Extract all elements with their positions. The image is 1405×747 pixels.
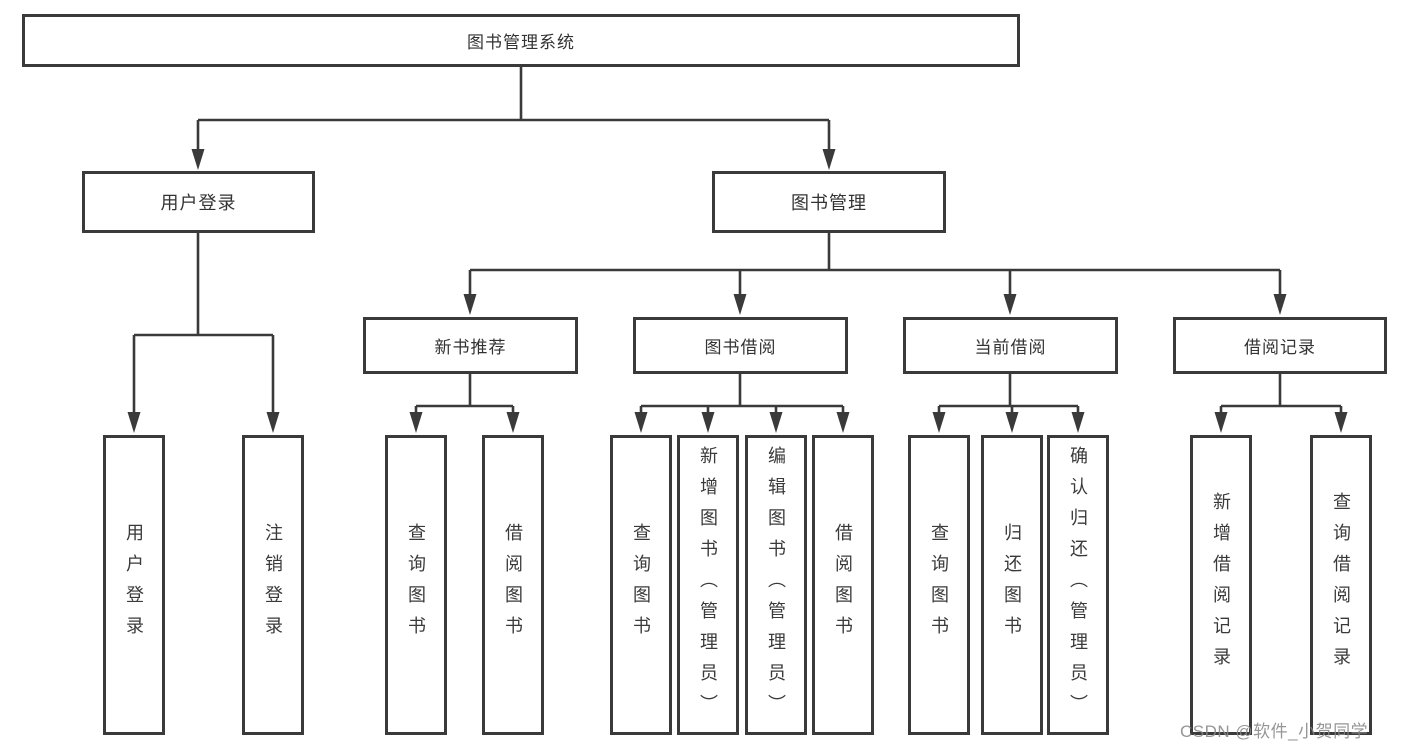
node-label: 查询图书 [406,523,426,647]
node-leaf-confirm-return-admin: 确认归还（管理员） [1047,435,1109,735]
node-book-management: 图书管理 [712,171,946,233]
node-label: 查询图书 [929,523,949,647]
node-label: 新书推荐 [434,338,507,357]
node-user-login: 用户登录 [82,171,315,233]
node-label: 编辑图书（管理员） [766,445,786,725]
node-label: 借阅记录 [1244,338,1316,357]
node-library-management-system: 图书管理系统 [22,14,1020,67]
node-label: 新增借阅记录 [1211,492,1231,678]
node-label: 确认归还（管理员） [1068,445,1088,725]
node-label: 注销登录 [263,523,283,647]
node-leaf-add-books-admin: 新增图书（管理员） [677,435,739,735]
node-leaf-edit-books-admin: 编辑图书（管理员） [745,435,807,735]
node-label: 用户登录 [160,193,237,213]
node-label: 图书管理 [791,193,867,213]
node-leaf-query-books-borrowing: 查询图书 [610,435,672,735]
node-current-borrowing: 当前借阅 [903,317,1118,374]
node-label: 借阅图书 [503,523,523,647]
node-leaf-logout: 注销登录 [242,435,304,735]
watermark: CSDN @软件_小贺同学 [1180,722,1369,741]
node-leaf-add-borrow-record: 新增借阅记录 [1190,435,1252,735]
node-new-book-recommend: 新书推荐 [363,317,578,374]
node-label: 图书管理系统 [467,33,575,52]
node-leaf-borrow-books: 借阅图书 [812,435,874,735]
node-borrow-records: 借阅记录 [1173,317,1387,374]
node-label: 查询图书 [631,523,651,647]
node-leaf-borrow-books-recommend: 借阅图书 [482,435,544,735]
node-leaf-query-books-current: 查询图书 [908,435,970,735]
node-label: 归还图书 [1002,523,1022,647]
node-leaf-query-books-recommend: 查询图书 [385,435,447,735]
node-label: 用户登录 [124,523,144,647]
node-leaf-query-borrow-record: 查询借阅记录 [1310,435,1372,735]
node-leaf-return-books: 归还图书 [981,435,1043,735]
node-book-borrowing: 图书借阅 [633,317,848,374]
node-label: 图书借阅 [704,338,777,357]
node-leaf-user-login: 用户登录 [103,435,165,735]
node-label: 查询借阅记录 [1331,492,1351,678]
node-label: 借阅图书 [833,523,853,647]
node-label: 当前借阅 [974,338,1047,357]
node-label: 新增图书（管理员） [698,445,718,725]
